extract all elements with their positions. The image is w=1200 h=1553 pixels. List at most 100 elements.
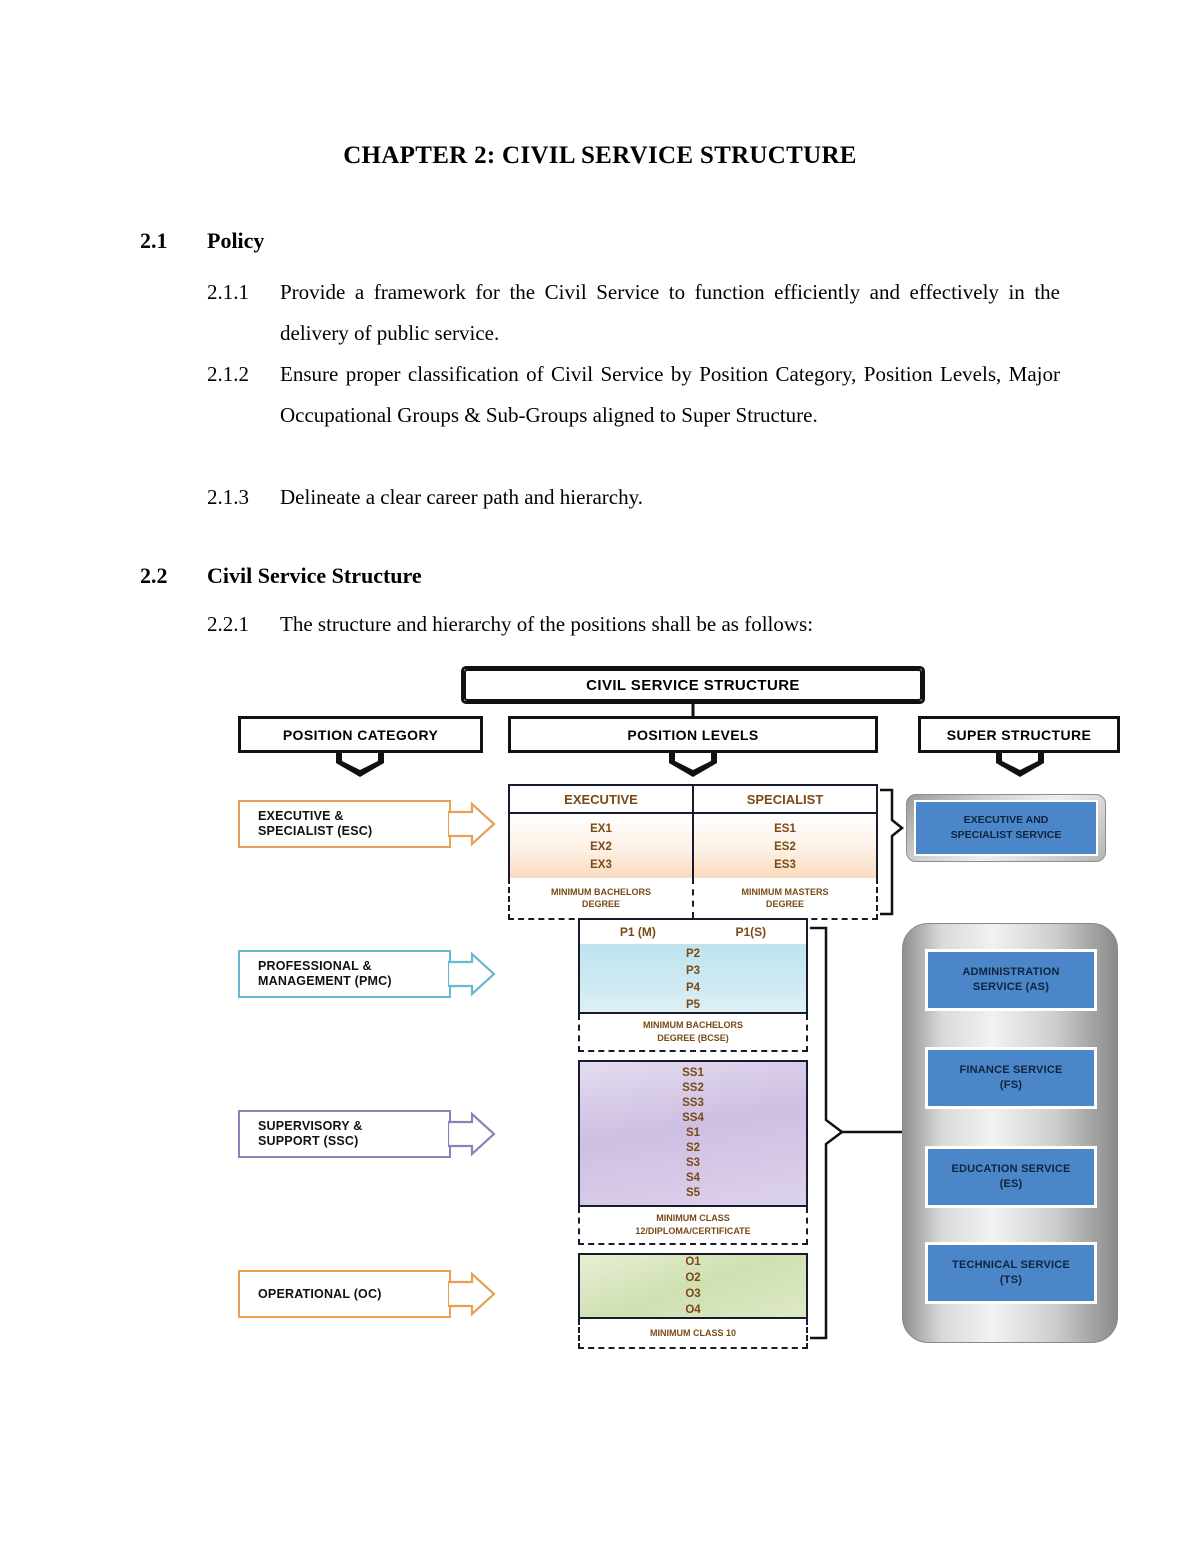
arrow-right-icon	[446, 800, 496, 848]
operational-minimum-requirement: MINIMUM CLASS 10	[578, 1319, 808, 1349]
paragraph-number: 2.1.3	[207, 485, 249, 509]
arrow-right-icon	[446, 1270, 496, 1318]
service-label-line2: SERVICE (AS)	[972, 981, 1050, 993]
header-position-levels: POSITION LEVELS	[508, 716, 878, 753]
arrow-right-icon	[446, 950, 496, 998]
level-item: O1	[685, 1256, 701, 1268]
column-header-specialist: SPECIALIST	[746, 791, 824, 807]
executive-specialist-service-box[interactable]: EXECUTIVE AND SPECIALIST SERVICE	[914, 800, 1098, 856]
chevron-down-icon	[992, 753, 1048, 779]
category-label-line1: SUPERVISORY &	[258, 1119, 363, 1133]
category-box-supervisory-support[interactable]: SUPERVISORY & SUPPORT (SSC)	[238, 1110, 451, 1158]
min-req-line1: MINIMUM BACHELORS	[643, 1020, 743, 1030]
specialist-minimum-requirement: MINIMUM MASTERS DEGREE	[694, 878, 876, 918]
service-label-line2: (TS)	[999, 1274, 1023, 1286]
level-item: O2	[685, 1272, 701, 1284]
min-req-line2: DEGREE	[765, 899, 804, 909]
supervisory-support-minimum-requirement: MINIMUM CLASS 12/DIPLOMA/CERTIFICATE	[578, 1207, 808, 1245]
paragraph-2-1-3: 2.1.3 Delineate a clear career path and …	[207, 477, 1060, 518]
level-item: P4	[685, 982, 701, 994]
section-number: 2.1	[140, 228, 168, 253]
service-label-line2: (FS)	[999, 1079, 1023, 1091]
section-heading-2-1: 2.1 Policy	[140, 228, 264, 254]
level-item: ES1	[774, 823, 796, 835]
level-item: SS4	[682, 1112, 704, 1124]
executive-minimum-requirement: MINIMUM BACHELORS DEGREE	[510, 878, 694, 918]
arrow-right-icon	[446, 1110, 496, 1158]
level-item: SS3	[682, 1097, 704, 1109]
page-title: CHAPTER 2: CIVIL SERVICE STRUCTURE	[343, 142, 857, 169]
table-body-row: EX1 EX2 EX3 ES1 ES2 ES3	[510, 814, 876, 880]
header-super-structure: SUPER STRUCTURE	[918, 716, 1120, 753]
section-number: 2.2	[140, 563, 168, 588]
paragraph-2-2-1: 2.2.1 The structure and hierarchy of the…	[207, 604, 1060, 645]
level-item: S1	[685, 1127, 701, 1139]
diagram-title-box: CIVIL SERVICE STRUCTURE	[461, 666, 925, 704]
service-box-finance[interactable]: FINANCE SERVICE (FS)	[925, 1047, 1097, 1109]
level-item: EX1	[590, 823, 612, 835]
category-label-line2: SUPPORT (SSC)	[258, 1134, 359, 1148]
executive-specialist-table: EXECUTIVE SPECIALIST EX1 EX2 EX3 ES1 ES2…	[508, 784, 878, 880]
specialist-levels: ES1 ES2 ES3	[694, 814, 876, 880]
p1-row: P1 (M) P1(S)	[580, 920, 806, 944]
level-item: O4	[685, 1304, 701, 1316]
min-req-line2: DEGREE (BCSE)	[657, 1033, 729, 1043]
service-label-line1: EXECUTIVE AND	[963, 814, 1049, 826]
level-item: SS1	[682, 1067, 704, 1079]
category-box-operational[interactable]: OPERATIONAL (OC)	[238, 1270, 451, 1318]
service-label-line1: EDUCATION SERVICE	[951, 1163, 1071, 1175]
paragraph-number: 2.1.2	[207, 362, 249, 386]
min-req-line1: MINIMUM CLASS 10	[649, 1328, 736, 1338]
level-item: EX2	[590, 841, 612, 853]
supervisory-support-levels-block: SS1 SS2 SS3 SS4 S1 S2 S3 S4 S5	[578, 1060, 808, 1207]
service-label-line1: TECHNICAL SERVICE	[952, 1259, 1070, 1271]
p-levels-list: P2 P3 P4 P5	[580, 944, 806, 1012]
service-label-line1: ADMINISTRATION	[962, 966, 1060, 978]
category-label-line1: PROFESSIONAL &	[258, 959, 372, 973]
level-item: ES3	[774, 859, 796, 871]
executive-levels: EX1 EX2 EX3	[510, 814, 694, 880]
category-label-line1: OPERATIONAL (OC)	[258, 1286, 382, 1301]
category-label-line2: SPECIALIST (ESC)	[258, 824, 373, 838]
category-label-line1: EXECUTIVE &	[258, 809, 344, 823]
header-position-levels-label: POSITION LEVELS	[627, 726, 759, 743]
section-label: Civil Service Structure	[207, 563, 422, 588]
level-item: P3	[685, 965, 701, 977]
header-position-category: POSITION CATEGORY	[238, 716, 483, 753]
category-label-line2: MANAGEMENT (PMC)	[258, 974, 392, 988]
paragraph-text: Provide a framework for the Civil Servic…	[280, 280, 1060, 345]
level-item: S4	[685, 1172, 701, 1184]
level-item: S5	[685, 1187, 701, 1199]
service-box-education[interactable]: EDUCATION SERVICE (ES)	[925, 1146, 1097, 1208]
paragraph-2-1-1: 2.1.1 Provide a framework for the Civil …	[207, 272, 1060, 354]
section-label: Policy	[207, 228, 265, 253]
super-structure-service-stack: ADMINISTRATION SERVICE (AS) FINANCE SERV…	[902, 923, 1118, 1343]
category-box-executive-specialist[interactable]: EXECUTIVE & SPECIALIST (ESC)	[238, 800, 451, 848]
civil-service-structure-diagram: CIVIL SERVICE STRUCTURE POSITION CATEGOR…	[230, 658, 1130, 1368]
section-heading-2-2: 2.2 Civil Service Structure	[140, 563, 422, 589]
service-box-administration[interactable]: ADMINISTRATION SERVICE (AS)	[925, 949, 1097, 1011]
paragraph-text: Ensure proper classification of Civil Se…	[280, 362, 1060, 427]
professional-management-levels-block: P1 (M) P1(S) P2 P3 P4 P5	[578, 918, 808, 1014]
table-header-row: EXECUTIVE SPECIALIST	[510, 786, 876, 814]
level-item: S2	[685, 1142, 701, 1154]
diagram-title-text: CIVIL SERVICE STRUCTURE	[586, 676, 800, 694]
header-super-structure-label: SUPER STRUCTURE	[946, 726, 1092, 743]
paragraph-2-1-2: 2.1.2 Ensure proper classification of Ci…	[207, 354, 1060, 436]
level-item: ES2	[774, 841, 796, 853]
header-position-category-label: POSITION CATEGORY	[282, 726, 439, 743]
level-item: EX3	[590, 859, 612, 871]
level-item: O3	[685, 1288, 701, 1300]
service-label-line2: SPECIALIST SERVICE	[950, 829, 1062, 841]
min-req-line1: MINIMUM CLASS	[656, 1213, 730, 1223]
category-box-professional-management[interactable]: PROFESSIONAL & MANAGEMENT (PMC)	[238, 950, 451, 998]
min-req-line2: DEGREE	[581, 899, 620, 909]
p1-management-label: P1 (M)	[619, 925, 656, 939]
min-req-line1: MINIMUM BACHELORS	[551, 887, 651, 897]
column-header-executive: EXECUTIVE	[510, 786, 694, 812]
executive-specialist-minimum-requirements: MINIMUM BACHELORS DEGREE MINIMUM MASTERS…	[508, 878, 878, 920]
level-item: P5	[685, 999, 701, 1011]
paragraph-number: 2.1.1	[207, 280, 249, 304]
service-box-technical[interactable]: TECHNICAL SERVICE (TS)	[925, 1242, 1097, 1304]
level-item: P2	[685, 948, 701, 960]
